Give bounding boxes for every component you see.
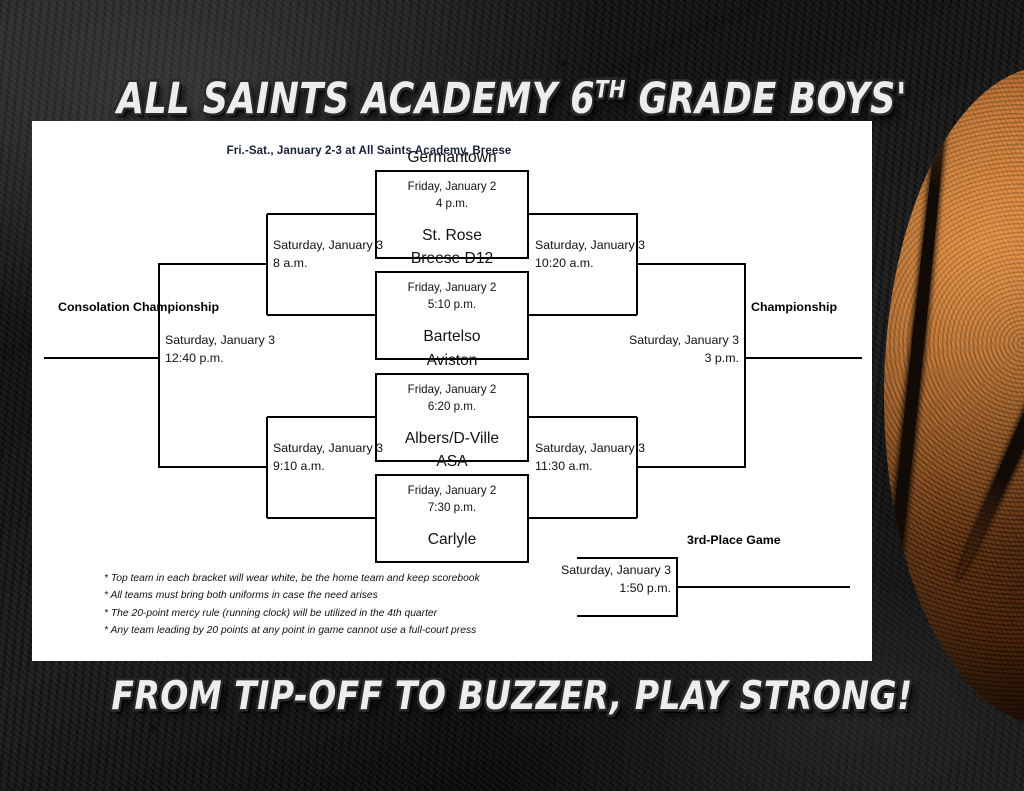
game-day: Friday, January 2 xyxy=(407,484,497,497)
page-title-ordinal: TH xyxy=(595,75,626,104)
team-name-bottom: Carlyle xyxy=(427,531,477,548)
championship-time: 3 p.m. xyxy=(704,350,739,365)
page-title-main: ALL SAINTS ACADEMY 6 xyxy=(116,75,596,124)
bracket-sheet: Fri.-Sat., January 2-3 at All Saints Aca… xyxy=(32,121,872,661)
consolation-championship-info: Saturday, January 3 12:40 p.m. xyxy=(165,332,275,368)
basketball-seam xyxy=(950,165,1024,583)
consolation-championship-label: Consolation Championship xyxy=(58,300,220,314)
team-name-bottom: St. Rose xyxy=(422,227,482,244)
semifinal-2-time: 11:30 a.m. xyxy=(535,458,593,473)
semifinal-2-day: Saturday, January 3 xyxy=(535,441,645,455)
tournament-notes: * Top team in each bracket will wear whi… xyxy=(104,570,480,639)
third-place-day: Saturday, January 3 xyxy=(561,563,671,577)
consolation-semifinal-2-day: Saturday, January 3 xyxy=(273,441,383,455)
tagline: FROM TIP-OFF TO BUZZER, PLAY STRONG! xyxy=(111,672,913,719)
third-place-info: Saturday, January 3 1:50 p.m. xyxy=(501,562,671,598)
consolation-semifinal-2-info: Saturday, January 3 9:10 a.m. xyxy=(273,440,383,476)
consolation-championship-day: Saturday, January 3 xyxy=(165,333,275,347)
bracket-lines xyxy=(44,212,862,618)
game-box: Friday, January 2 7:30 p.m. Carlyle xyxy=(375,474,529,563)
semifinal-2-info: Saturday, January 3 11:30 a.m. xyxy=(535,440,645,476)
event-subtitle: Fri.-Sat., January 2-3 at All Saints Aca… xyxy=(226,145,512,157)
consolation-semifinal-1-time: 8 a.m. xyxy=(273,255,308,270)
championship-day: Saturday, January 3 xyxy=(629,333,739,347)
consolation-semifinal-1-info: Saturday, January 3 8 a.m. xyxy=(273,237,383,273)
semifinal-1-info: Saturday, January 3 10:20 a.m. xyxy=(535,237,645,273)
note-item: * All teams must bring both uniforms in … xyxy=(104,590,378,602)
game-box: Friday, January 2 6:20 p.m. Albers/D-Vil… xyxy=(375,373,529,462)
game-day: Friday, January 2 xyxy=(407,383,497,396)
team-name-top: ASA xyxy=(436,453,468,470)
third-place-time: 1:50 p.m. xyxy=(619,580,671,595)
team-name-bottom: Albers/D-Ville xyxy=(404,430,500,447)
team-name-top: Breese D12 xyxy=(410,250,494,267)
game-time: 5:10 p.m. xyxy=(427,298,477,311)
game-day: Friday, January 2 xyxy=(407,281,497,294)
championship-info: Saturday, January 3 3 p.m. xyxy=(569,332,739,368)
team-name-top: Aviston xyxy=(426,352,478,369)
championship-label: Championship xyxy=(751,300,838,314)
game-box: Friday, January 2 4 p.m. St. Rose xyxy=(375,170,529,259)
game-time: 4 p.m. xyxy=(435,197,469,210)
game-time: 7:30 p.m. xyxy=(427,501,477,514)
consolation-semifinal-1-day: Saturday, January 3 xyxy=(273,238,383,252)
team-name-bottom: Bartelso xyxy=(423,328,481,345)
game-box: Friday, January 2 5:10 p.m. Bartelso xyxy=(375,271,529,360)
consolation-championship-time: 12:40 p.m. xyxy=(165,350,224,365)
semifinal-1-day: Saturday, January 3 xyxy=(535,238,645,252)
team-name-top: Germantown xyxy=(407,149,497,166)
consolation-semifinal-2-time: 9:10 a.m. xyxy=(273,458,325,473)
third-place-label: 3rd-Place Game xyxy=(687,533,781,547)
note-item: * Any team leading by 20 points at any p… xyxy=(104,624,477,636)
game-day: Friday, January 2 xyxy=(407,180,497,193)
note-item: * The 20-point mercy rule (running clock… xyxy=(104,607,438,619)
note-item: * Top team in each bracket will wear whi… xyxy=(104,573,480,584)
game-time: 6:20 p.m. xyxy=(427,400,477,413)
semifinal-1-time: 10:20 a.m. xyxy=(535,255,594,270)
